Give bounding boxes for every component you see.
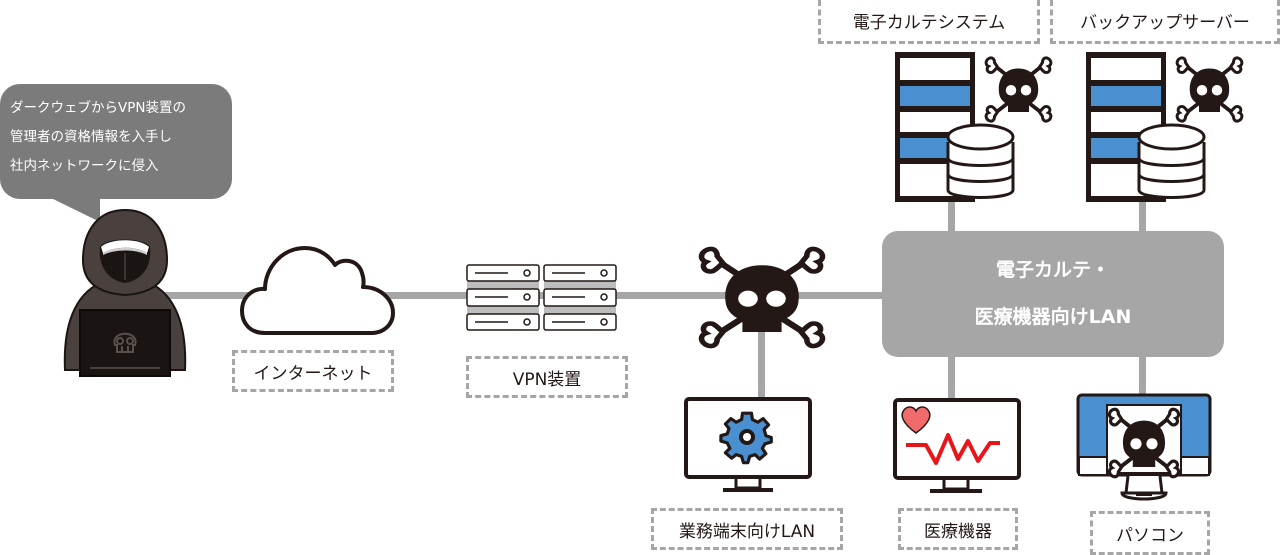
bubble-line-3: 社内ネットワークに侵入: [10, 158, 159, 174]
bubble-tail: [45, 195, 100, 222]
lan-box-line2: 医療機器向けLAN: [974, 306, 1132, 328]
ehr-system-label: 電子カルテシステム: [818, 0, 1040, 44]
backup-server-label: バックアップサーバー: [1050, 0, 1280, 44]
ehr-skull-icon: [984, 55, 1053, 124]
hacker-icon: [63, 208, 187, 377]
internet-cloud-icon: [240, 246, 395, 335]
ehr-system-label-text: 電子カルテシステム: [852, 13, 1006, 33]
connector-to-pc: [1139, 355, 1146, 395]
backup-server-icon: [1084, 50, 1244, 204]
connector-to-ehr-server: [948, 200, 955, 235]
medical-device-monitor-icon: [893, 398, 1021, 493]
medical-device-label-text: 医療機器: [924, 521, 992, 542]
connector-to-medical-device: [948, 355, 955, 400]
backup-server-label-text: バックアップサーバー: [1080, 13, 1250, 33]
ecg-line-icon: [906, 433, 1000, 465]
vpn-appliance-icon: [466, 264, 617, 331]
business-lan-label-text: 業務端末向けLAN: [678, 521, 816, 542]
business-lan-label: 業務端末向けLAN: [651, 508, 843, 550]
internet-label: インターネット: [232, 350, 394, 392]
backup-skull-icon: [1175, 55, 1244, 124]
business-terminal-monitor-icon: [684, 397, 812, 492]
bubble-line-1: ダークウェブからVPN装置の: [10, 100, 186, 116]
connector-to-backup-server: [1139, 200, 1146, 235]
pc-label-text: パソコン: [1116, 525, 1184, 546]
medical-device-label: 医療機器: [898, 508, 1018, 550]
laptop-skull-icon: [113, 332, 137, 353]
bubble-line-2: 管理者の資格情報を入手し: [10, 129, 172, 145]
heart-icon: [901, 406, 931, 434]
internet-label-text: インターネット: [253, 363, 373, 384]
pc-monitor-icon: [1076, 393, 1212, 501]
connector-to-business-lan: [758, 330, 765, 400]
attacker-speech-bubble: ダークウェブからVPN装置の 管理者の資格情報を入手し 社内ネットワークに侵入: [0, 84, 232, 199]
ehr-server-icon: [895, 52, 1053, 202]
vpn-label-text: VPN装置: [512, 369, 582, 390]
skull-crossbones-icon: [692, 240, 832, 355]
pc-label: パソコン: [1090, 511, 1210, 555]
vpn-label: VPN装置: [466, 356, 628, 398]
gear-icon: [719, 411, 773, 465]
lan-box-line1: 電子カルテ・: [995, 259, 1110, 281]
ehr-medical-lan-box: 電子カルテ・ 医療機器向けLAN: [882, 231, 1224, 357]
